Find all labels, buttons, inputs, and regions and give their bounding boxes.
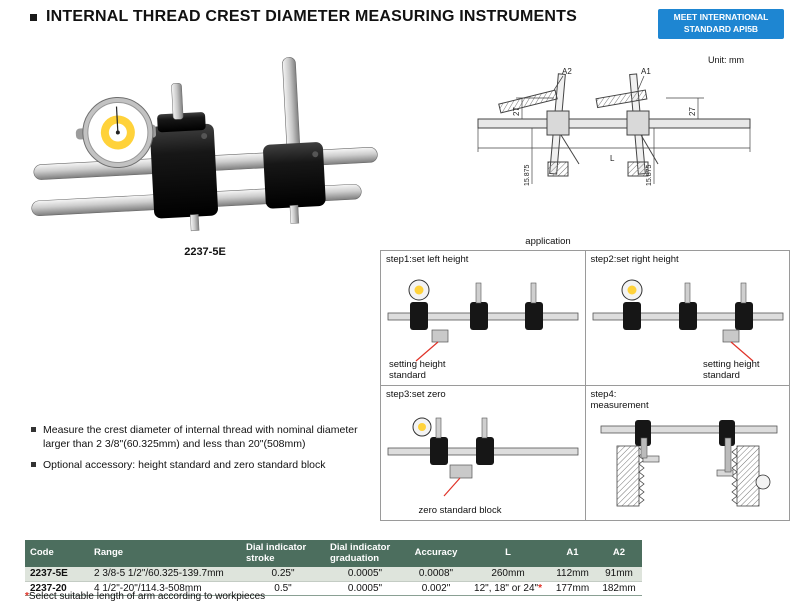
cell-stroke: 0.25" xyxy=(241,567,325,582)
cell-a1: 112mm xyxy=(549,567,596,582)
product-photo xyxy=(31,57,378,232)
left-clamp-body xyxy=(149,123,218,219)
badge-line2: STANDARD API5B xyxy=(683,23,759,34)
col-header-l: L xyxy=(467,540,549,567)
cell-code: 2237-20 xyxy=(25,581,89,596)
dim-z-right-label: 27 xyxy=(688,107,697,116)
cell-graduation: 0.0005" xyxy=(325,567,405,582)
cell-a2: 91mm xyxy=(596,567,642,582)
right-tip xyxy=(627,161,649,177)
cell-range: 2 3/8-5 1/2"/60.325-139.7mm xyxy=(89,567,241,582)
step3-annotation: zero standard block xyxy=(418,505,502,517)
cell-graduation: 0.0005" xyxy=(325,581,405,596)
description-bullet-2: Optional accessory: height standard and … xyxy=(30,458,382,472)
spec-table: Code Range Dial indicator stroke Dial in… xyxy=(25,540,642,596)
badge-line1: MEET INTERNATIONAL xyxy=(673,12,769,22)
footnote-text: Select suitable length of arm according … xyxy=(28,591,266,602)
step3-label: step3:set zero xyxy=(386,389,446,400)
dimension-lines xyxy=(477,75,751,184)
table-row-2237-5E: 2237-5E 2 3/8-5 1/2"/60.325-139.7mm 0.25… xyxy=(25,567,642,582)
contact-tip xyxy=(190,214,200,232)
step2-cell: step2:set right height setting height st… xyxy=(585,251,790,386)
standard-badge: MEET INTERNATIONAL STANDARD API5B xyxy=(658,9,784,39)
cell-code: 2237-5E xyxy=(25,567,89,582)
left-tip xyxy=(547,161,569,177)
step1-label: step1:set left height xyxy=(386,254,469,265)
clamp-screw xyxy=(201,132,208,139)
dim-h-right-label: 15.875 xyxy=(646,164,653,186)
left-clamp-cap xyxy=(157,112,206,133)
col-header-range: Range xyxy=(89,540,241,567)
step1-diagram xyxy=(387,279,579,362)
table-header-row: Code Range Dial indicator stroke Dial in… xyxy=(25,540,642,567)
col-header-a2: A2 xyxy=(596,540,642,567)
title-bullet-square xyxy=(30,14,37,21)
table-row-2237-20: 2237-20 4 1/2"-20"/114.3-508mm 0.5" 0.00… xyxy=(25,581,642,596)
dim-h-left-label: 15.875 xyxy=(524,164,531,186)
application-label: application xyxy=(525,236,571,247)
step2-diagram xyxy=(592,279,783,362)
cell-a1: 177mm xyxy=(549,581,596,596)
main-bar xyxy=(477,118,751,129)
vertical-rod xyxy=(282,57,301,158)
right-clamp xyxy=(626,110,650,136)
col-header-stroke: Dial indicator stroke xyxy=(241,540,325,567)
left-clamp xyxy=(546,110,570,136)
dim-a1-label: A1 xyxy=(641,67,651,76)
step4-label: step4: measurement xyxy=(590,389,649,412)
page-header: INTERNAL THREAD CREST DIAMETER MEASURING… xyxy=(30,8,630,26)
col-header-code: Code xyxy=(25,540,89,567)
footnote: *Select suitable length of arm according… xyxy=(25,591,265,602)
footnote-asterisk: * xyxy=(25,591,29,602)
annotation-leader xyxy=(443,477,461,497)
step2-label: step2:set right height xyxy=(590,254,679,265)
cell-stroke: 0.5" xyxy=(241,581,325,596)
cell-range: 4 1/2"-20"/114.3-508mm xyxy=(89,581,241,596)
step4-diagram xyxy=(600,420,777,507)
left-post xyxy=(171,83,184,120)
step2-annotation: setting height standard xyxy=(703,359,760,382)
step1-cell: step1:set left height setting height sta… xyxy=(381,251,586,386)
clamp-screw xyxy=(312,151,319,158)
technical-drawing: A2 A1 L 27 27 15.875 15.875 xyxy=(477,67,751,186)
cell-l: 260mm xyxy=(467,567,549,582)
page-title: INTERNAL THREAD CREST DIAMETER MEASURING… xyxy=(46,8,578,25)
height-standard-block xyxy=(722,329,739,343)
step1-annotation: setting height standard xyxy=(389,359,446,382)
right-clamp-body xyxy=(263,142,326,209)
col-header-accuracy: Accuracy xyxy=(405,540,467,567)
cell-l: 12", 18" or 24"* xyxy=(467,581,549,596)
unit-label: Unit: mm xyxy=(708,55,744,65)
instrument-assembly xyxy=(31,57,378,232)
product-model-caption: 2237-5E xyxy=(184,246,226,258)
cell-a2: 182mm xyxy=(596,581,642,596)
dim-z-left-label: 27 xyxy=(512,107,521,116)
step4-cell: step4: measurement xyxy=(585,386,790,521)
dim-a2-label: A2 xyxy=(562,67,572,76)
step3-cell: step3:set zero zero standard block xyxy=(381,386,586,521)
cell-accuracy: 0.002" xyxy=(405,581,467,596)
step3-diagram xyxy=(387,417,579,497)
l-asterisk: * xyxy=(538,582,542,594)
zero-standard-block xyxy=(449,464,473,479)
contact-tip xyxy=(289,204,300,224)
height-standard-block xyxy=(431,329,449,343)
cell-accuracy: 0.0008" xyxy=(405,567,467,582)
description-bullet-1: Measure the crest diameter of internal t… xyxy=(30,423,382,451)
annotation-leader xyxy=(415,341,439,362)
right-arm xyxy=(595,89,648,109)
description-list: Measure the crest diameter of internal t… xyxy=(30,423,382,480)
left-arm xyxy=(498,89,558,114)
col-header-graduation: Dial indicator graduation xyxy=(325,540,405,567)
annotation-leader xyxy=(730,341,753,362)
application-steps-grid: step1:set left height setting height sta… xyxy=(380,250,790,521)
dial-indicator xyxy=(75,97,157,169)
col-header-a1: A1 xyxy=(549,540,596,567)
dim-l-label: L xyxy=(610,154,615,163)
